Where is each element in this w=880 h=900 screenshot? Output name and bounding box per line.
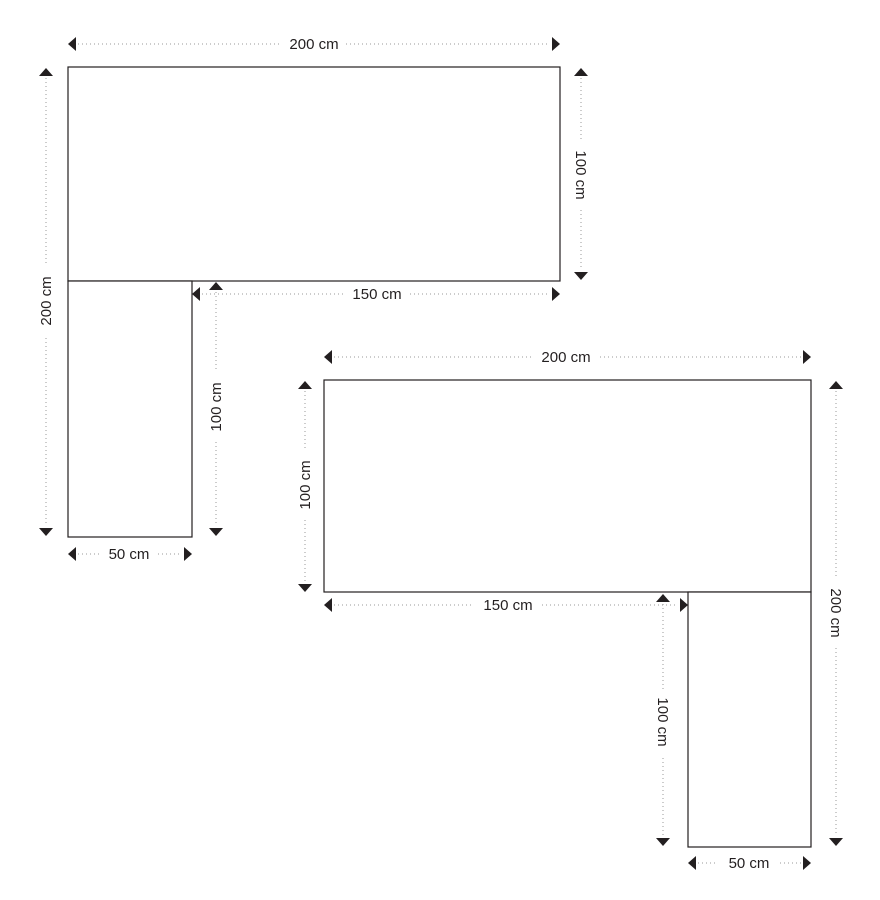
- dimension-top-width: 200 cm: [68, 36, 560, 53]
- arrow-down-icon: [829, 838, 843, 846]
- dimension-label: 50 cm: [729, 855, 770, 872]
- dimension-leg-width: 50 cm: [68, 546, 192, 563]
- arrow-down-icon: [39, 528, 53, 536]
- arrow-right-icon: [803, 350, 811, 364]
- l-desk-right-variant: 200 cm 100 cm 150 cm 100 cm: [297, 349, 844, 872]
- dimension-label: 100 cm: [297, 460, 314, 509]
- dimension-inner-width: 150 cm: [324, 597, 688, 614]
- dimension-label: 200 cm: [38, 276, 55, 325]
- dimension-label: 150 cm: [483, 597, 532, 614]
- desk-top-panel: [323, 379, 812, 593]
- dimension-leg-height: 100 cm: [208, 282, 225, 536]
- arrow-left-icon: [688, 856, 696, 870]
- arrow-up-icon: [209, 282, 223, 290]
- desk-top-panel: [67, 66, 561, 282]
- arrow-left-icon: [68, 37, 76, 51]
- arrow-up-icon: [656, 594, 670, 602]
- dimension-total-height: 200 cm: [827, 381, 844, 846]
- arrow-left-icon: [324, 350, 332, 364]
- arrow-right-icon: [803, 856, 811, 870]
- dimension-right-depth: 100 cm: [572, 68, 589, 280]
- arrow-down-icon: [656, 838, 670, 846]
- dimension-inner-width: 150 cm: [192, 286, 560, 303]
- arrow-down-icon: [209, 528, 223, 536]
- arrow-down-icon: [574, 272, 588, 280]
- desk-return-panel: [687, 591, 812, 848]
- arrow-left-icon: [324, 598, 332, 612]
- dimension-leg-width: 50 cm: [688, 855, 811, 872]
- arrow-right-icon: [184, 547, 192, 561]
- arrow-up-icon: [39, 68, 53, 76]
- desk-return-panel: [67, 280, 193, 538]
- arrow-right-icon: [680, 598, 688, 612]
- arrow-down-icon: [298, 584, 312, 592]
- dimension-label: 200 cm: [541, 349, 590, 366]
- dimension-label: 50 cm: [109, 546, 150, 563]
- arrow-right-icon: [552, 287, 560, 301]
- arrow-left-icon: [68, 547, 76, 561]
- l-desk-left-variant: 200 cm 100 cm 150 cm 200 cm: [38, 36, 589, 563]
- dimension-left-depth: 100 cm: [297, 381, 314, 592]
- arrow-up-icon: [298, 381, 312, 389]
- arrow-up-icon: [829, 381, 843, 389]
- dimension-label: 100 cm: [572, 150, 589, 199]
- dimension-label: 150 cm: [352, 286, 401, 303]
- dimension-top-width: 200 cm: [324, 349, 811, 366]
- dimension-leg-height: 100 cm: [654, 594, 671, 846]
- arrow-up-icon: [574, 68, 588, 76]
- dimension-label: 100 cm: [654, 697, 671, 746]
- dimension-total-height: 200 cm: [38, 68, 55, 536]
- arrow-right-icon: [552, 37, 560, 51]
- arrow-left-icon: [192, 287, 200, 301]
- dimension-label: 200 cm: [289, 36, 338, 53]
- dimension-label: 200 cm: [827, 588, 844, 637]
- dimension-label: 100 cm: [208, 382, 225, 431]
